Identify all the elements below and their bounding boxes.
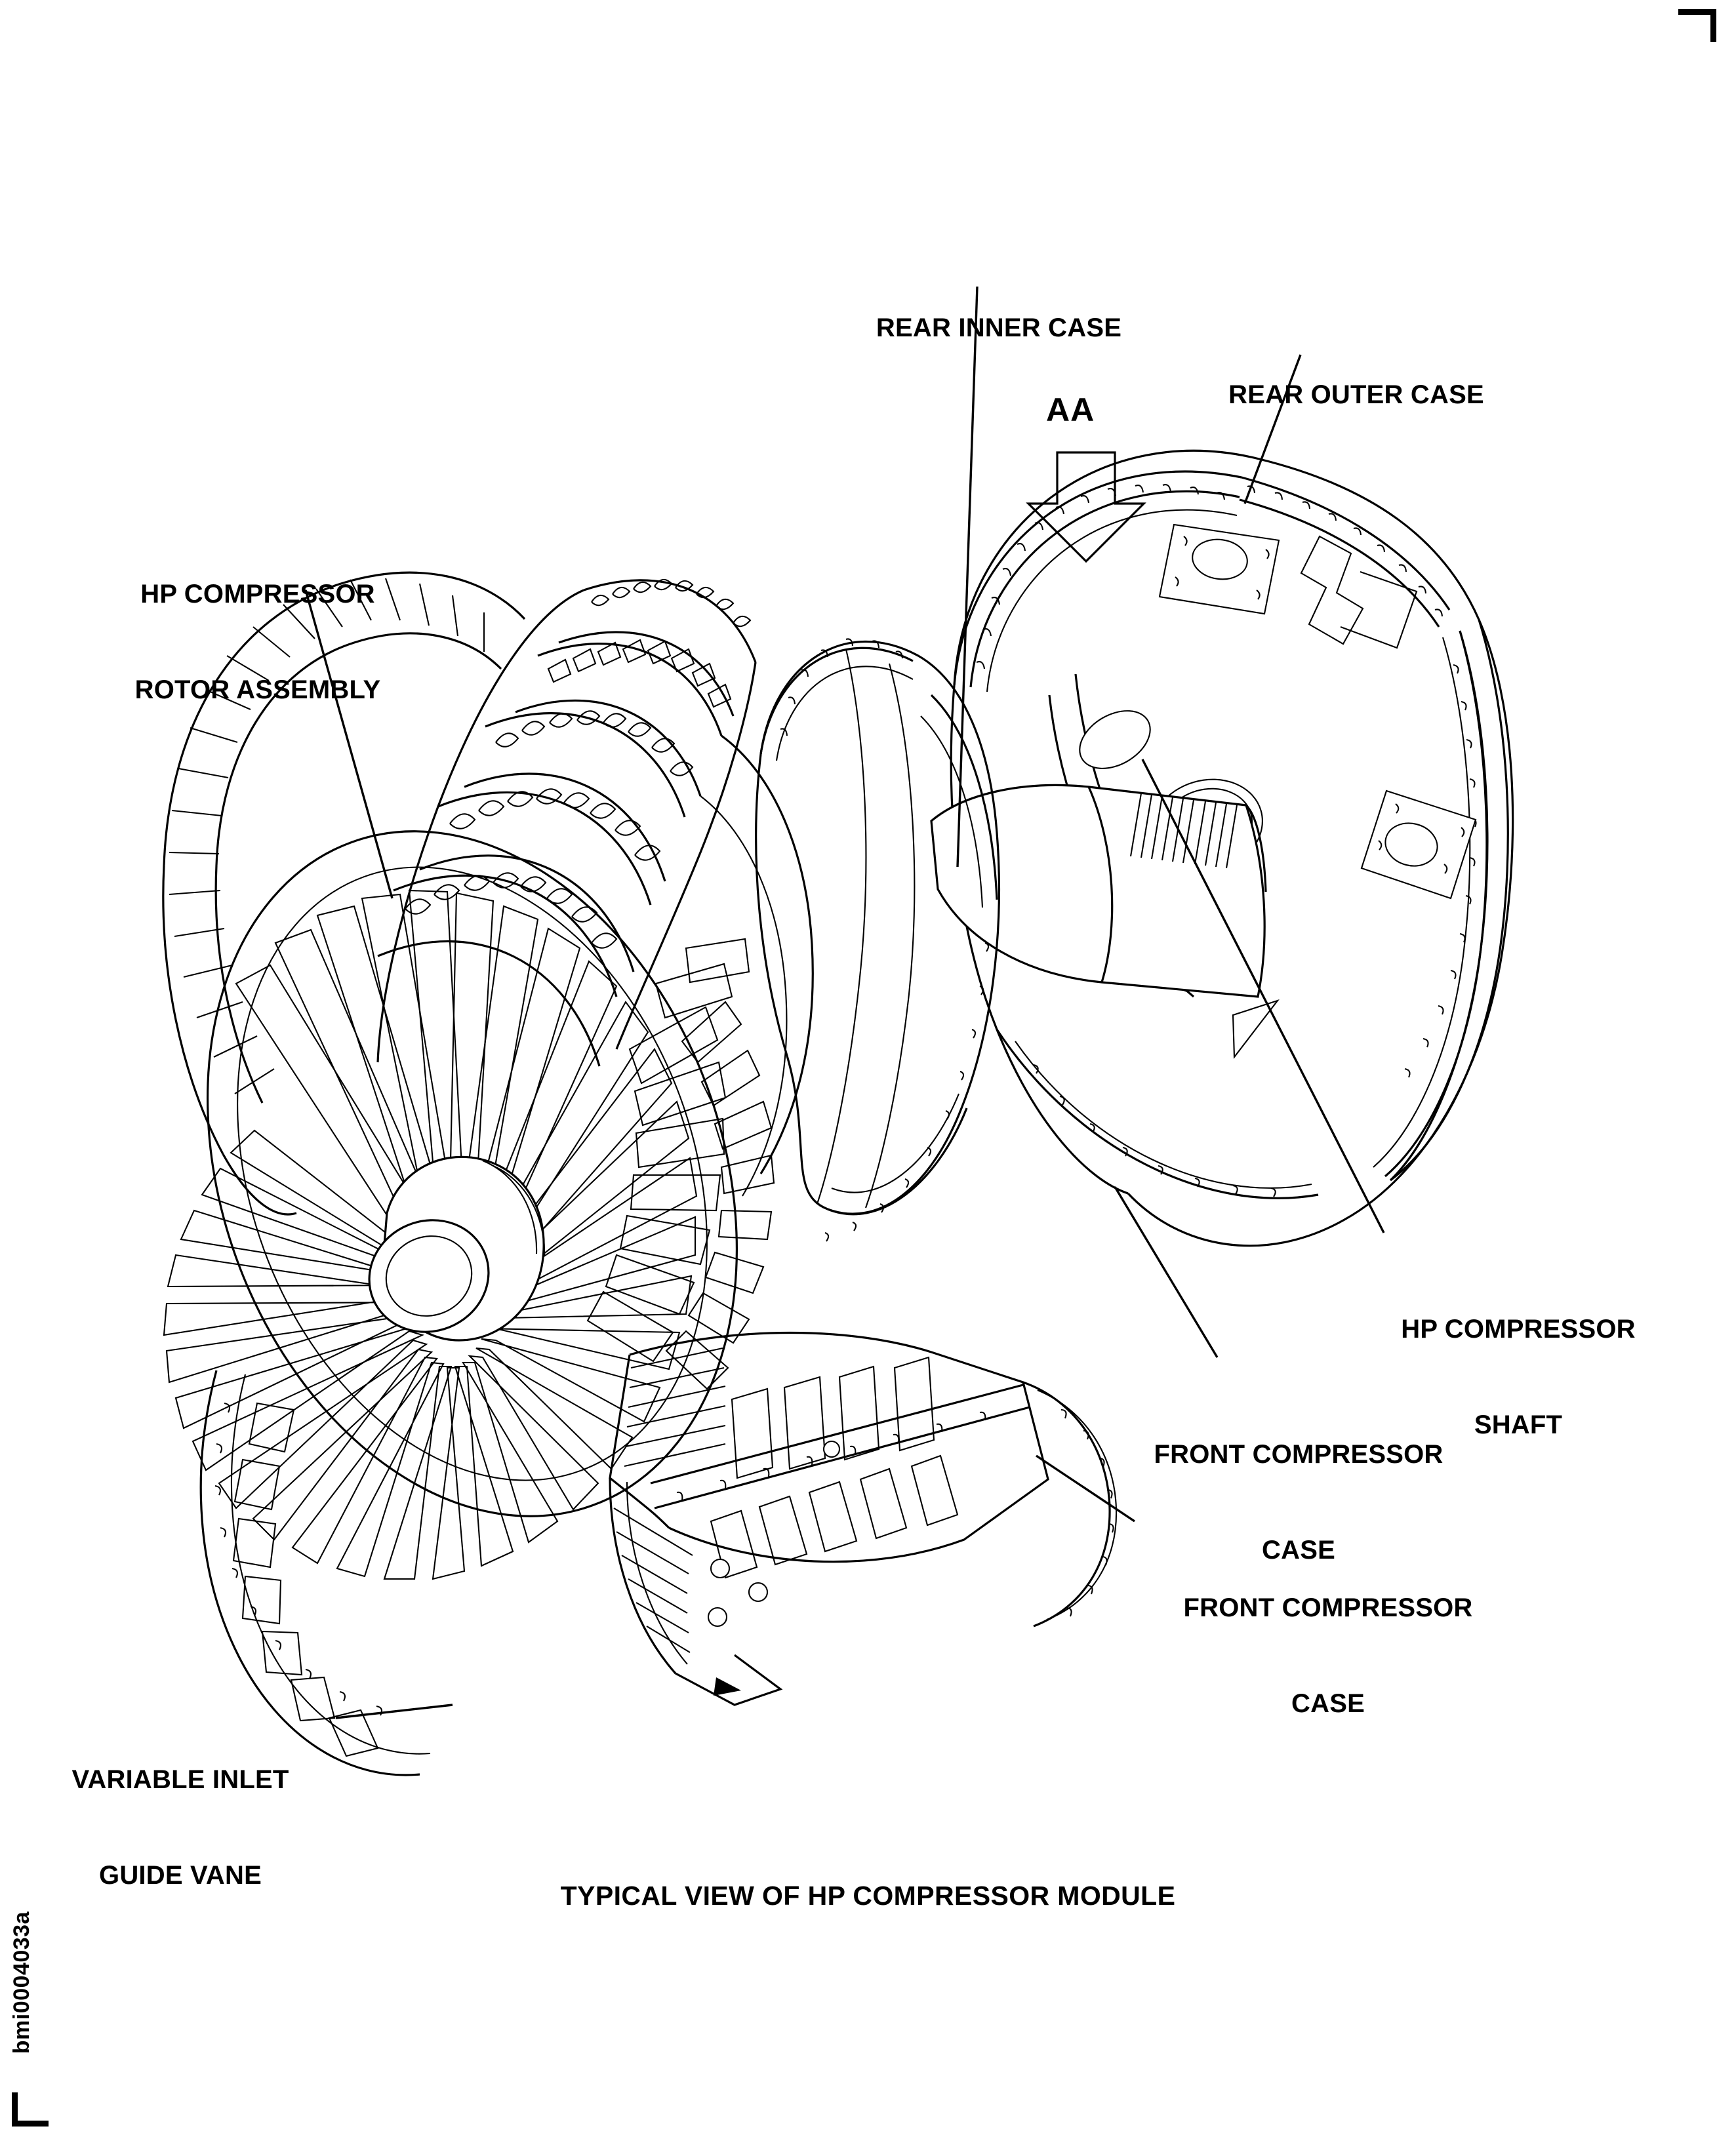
callout-front-compressor-case-lower: FRONT COMPRESSOR CASE	[1144, 1528, 1512, 1784]
callout-fcc-lower-line-2: CASE	[1291, 1688, 1365, 1718]
callout-vigv-line-2: GUIDE VANE	[99, 1860, 262, 1890]
callout-hp-shaft-line-2: SHAFT	[1474, 1410, 1563, 1439]
callout-rear-outer-case: REAR OUTER CASE	[1192, 315, 1520, 475]
callout-variable-inlet-guide-vane: VARIABLE INLET GUIDE VANE	[26, 1700, 334, 1955]
callout-hp-shaft-line-1: HP COMPRESSOR	[1401, 1314, 1636, 1344]
leader-hp-compressor-shaft	[1141, 759, 1385, 1233]
leader-hp-rotor-assembly	[304, 589, 394, 899]
figure-id-text: bmi0004033a	[9, 1911, 34, 2054]
section-arrow-aa	[1026, 451, 1146, 563]
callout-rear-inner-case: REAR INNER CASE	[851, 248, 1146, 408]
figure-caption: TYPICAL VIEW OF HP COMPRESSOR MODULE	[560, 1881, 1176, 1911]
crop-mark-bottom-left	[12, 2092, 49, 2127]
leader-variable-inlet-guide-vane	[335, 1704, 453, 1719]
callout-fcc-lower-line-1: FRONT COMPRESSOR	[1183, 1593, 1473, 1622]
callout-hp-rotor-line-1: HP COMPRESSOR	[140, 579, 375, 609]
callout-rear-inner-case-line-1: REAR INNER CASE	[876, 313, 1122, 342]
callout-fcc-upper-line-2: CASE	[1262, 1535, 1335, 1565]
callout-front-compressor-case-upper: FRONT COMPRESSOR CASE	[1115, 1374, 1482, 1630]
callout-hp-rotor-line-2: ROTOR ASSEMBLY	[134, 675, 381, 704]
callout-hp-compressor-rotor-assembly: HP COMPRESSOR ROTOR ASSEMBLY	[104, 514, 412, 770]
callout-rear-outer-case-line-1: REAR OUTER CASE	[1228, 380, 1484, 409]
leader-front-compressor-case-upper	[1114, 1186, 1219, 1358]
crop-mark-top-right	[1678, 9, 1716, 42]
section-arrow-label: AA	[1046, 391, 1095, 428]
leader-rear-outer-case	[1243, 354, 1302, 504]
callout-hp-compressor-shaft: HP COMPRESSOR SHAFT	[1377, 1249, 1659, 1505]
callout-vigv-line-1: VARIABLE INLET	[71, 1765, 289, 1794]
callout-fcc-upper-line-1: FRONT COMPRESSOR	[1154, 1439, 1443, 1469]
leader-rear-inner-case	[956, 286, 979, 868]
leader-front-compressor-case-lower	[1036, 1454, 1135, 1523]
